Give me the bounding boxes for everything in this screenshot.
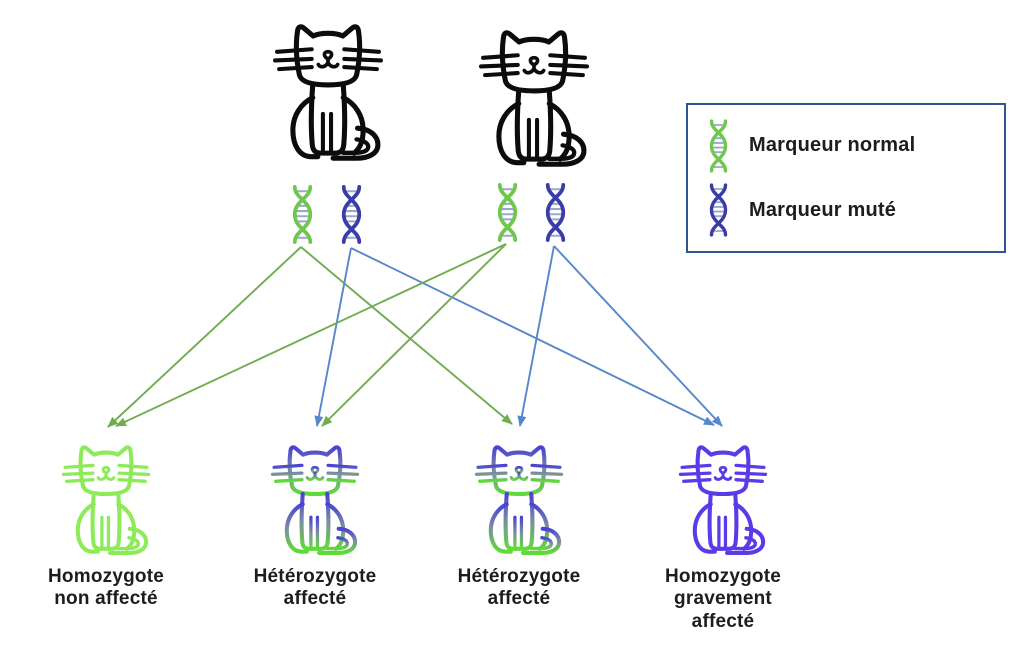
parent-cat-2-icon	[478, 20, 590, 173]
dna-normal-icon	[704, 118, 733, 174]
parent2-marqueur-mute-icon	[540, 181, 571, 244]
kitten-2-label-line-1: Hétérozygote	[253, 566, 377, 587]
arrow-p1normal-kitten3	[300, 246, 513, 425]
kitten-3-label-line-1: Hétérozygote	[457, 566, 581, 587]
parent2-marqueur-normal-icon	[492, 181, 523, 244]
arrow-p2mute-kitten3	[517, 245, 555, 427]
kitten-4-label-line-2: gravement	[674, 588, 772, 610]
kitten-1-label: Homozygote non affecté	[11, 566, 201, 611]
arrow-p2normal-kitten1	[115, 243, 507, 427]
kitten-heterozygote-affecte-1-icon	[270, 437, 360, 560]
kitten-3-label: Hétérozygote affecté	[424, 566, 614, 611]
parent-cat-1-icon	[272, 14, 384, 167]
kitten-2-label: Hétérozygote affecté	[220, 566, 410, 611]
arrow-p1mute-kitten4	[350, 247, 715, 426]
legend-row-normal: Marqueur normal	[704, 118, 988, 174]
kitten-1-label-line-2: non affecté	[54, 588, 158, 610]
kitten-4-label: Homozygote gravement affecté	[628, 566, 818, 633]
arrow-p2mute-kitten4	[553, 245, 723, 427]
parent1-marqueur-normal-icon	[287, 183, 318, 246]
legend-box: Marqueur normal Marqueur muté	[686, 103, 1006, 253]
kitten-homozygote-non-affecte-icon	[61, 437, 151, 560]
kitten-2-label-line-2: affecté	[283, 588, 347, 610]
arrow-p2normal-kitten2	[321, 243, 507, 427]
legend-label-normal: Marqueur normal	[749, 134, 916, 157]
kitten-4-label-line-1: Homozygote	[665, 566, 781, 587]
dna-mute-icon	[704, 182, 733, 238]
kitten-1-label-line-1: Homozygote	[48, 566, 164, 587]
parent1-marqueur-mute-icon	[336, 183, 367, 246]
kitten-heterozygote-affecte-2-icon	[474, 437, 564, 560]
legend-row-mute: Marqueur muté	[704, 182, 988, 238]
legend-label-mute: Marqueur muté	[749, 198, 897, 221]
kitten-3-label-line-2: affecté	[487, 588, 551, 610]
arrow-p1mute-kitten2	[314, 247, 352, 427]
arrow-p1normal-kitten1	[107, 246, 302, 428]
kitten-homozygote-gravement-affecte-icon	[678, 437, 768, 560]
kitten-4-label-line-3: affecté	[691, 610, 755, 632]
